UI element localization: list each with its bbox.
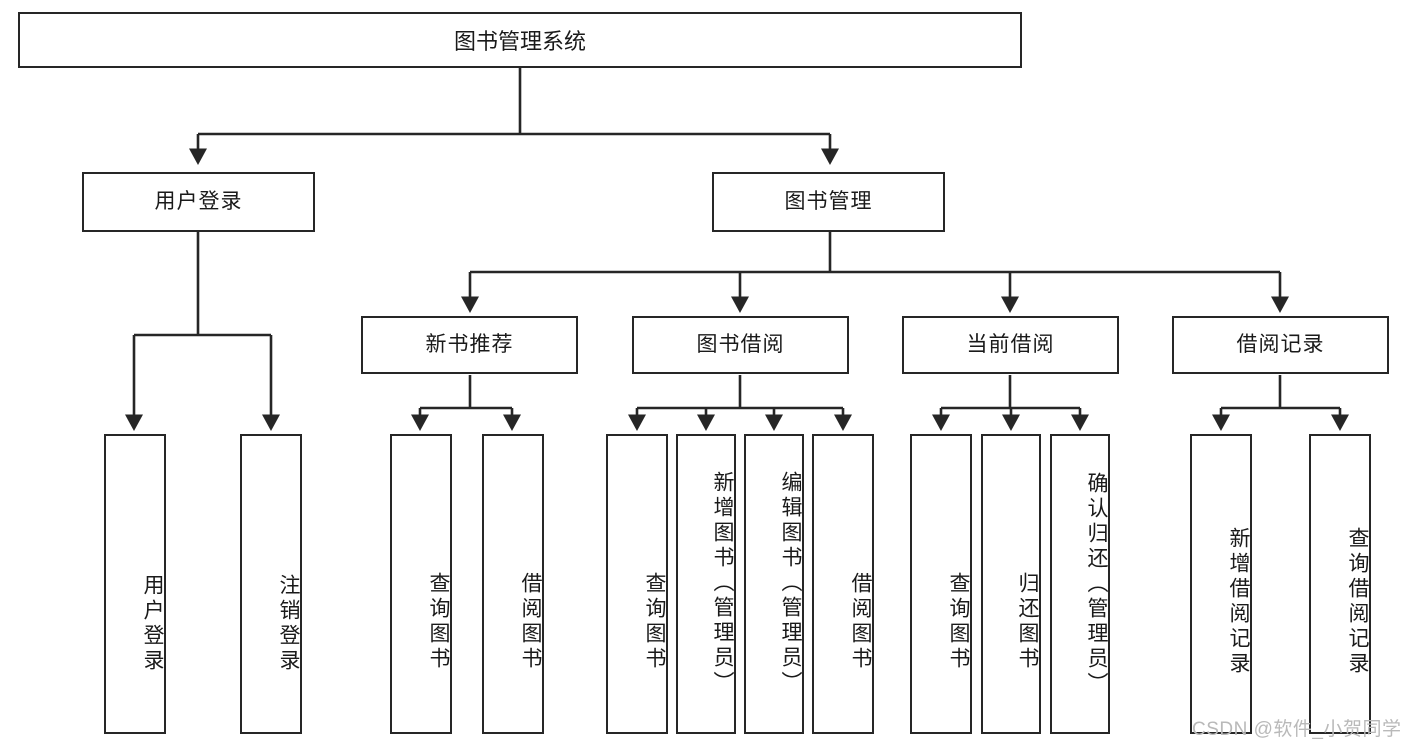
node-book-borrow[interactable]: 图书借阅 bbox=[632, 316, 849, 374]
leaf-borrow-record-query[interactable]: 查询借阅记录 bbox=[1309, 434, 1371, 734]
node-user-login[interactable]: 用户登录 bbox=[82, 172, 315, 232]
node-current-borrow[interactable]: 当前借阅 bbox=[902, 316, 1119, 374]
leaf-book-borrow-edit[interactable]: 编辑图书（管理员） bbox=[744, 434, 804, 734]
leaf-current-borrow-return[interactable]: 归还图书 bbox=[981, 434, 1041, 734]
node-new-book-recommend[interactable]: 新书推荐 bbox=[361, 316, 578, 374]
csdn-watermark: CSDN @软件_小贺同学 bbox=[1192, 719, 1402, 740]
leaf-book-borrow-query[interactable]: 查询图书 bbox=[606, 434, 668, 734]
leaf-user-login-login[interactable]: 用户登录 bbox=[104, 434, 166, 734]
leaf-current-borrow-query[interactable]: 查询图书 bbox=[910, 434, 972, 734]
node-root-system[interactable]: 图书管理系统 bbox=[18, 12, 1022, 68]
leaf-book-borrow-add[interactable]: 新增图书（管理员） bbox=[676, 434, 736, 734]
leaf-user-login-logout[interactable]: 注销登录 bbox=[240, 434, 302, 734]
leaf-new-book-borrow[interactable]: 借阅图书 bbox=[482, 434, 544, 734]
leaf-book-borrow-borrow[interactable]: 借阅图书 bbox=[812, 434, 874, 734]
node-book-management[interactable]: 图书管理 bbox=[712, 172, 945, 232]
leaf-current-borrow-confirm-return[interactable]: 确认归还（管理员） bbox=[1050, 434, 1110, 734]
node-borrow-records[interactable]: 借阅记录 bbox=[1172, 316, 1389, 374]
leaf-new-book-query[interactable]: 查询图书 bbox=[390, 434, 452, 734]
leaf-borrow-record-add[interactable]: 新增借阅记录 bbox=[1190, 434, 1252, 734]
